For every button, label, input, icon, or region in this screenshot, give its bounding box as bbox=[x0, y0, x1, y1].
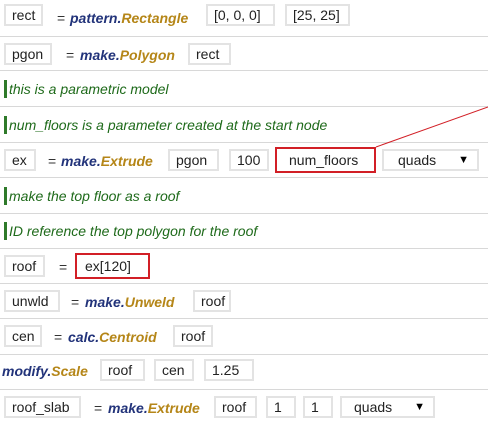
code-line-scale: modify.Scale roof cen 1.25 bbox=[0, 355, 488, 390]
variable-input-rect[interactable]: rect bbox=[4, 4, 43, 26]
arg-input-distance[interactable]: 1 bbox=[266, 396, 296, 418]
comment-text[interactable]: this is a parametric model bbox=[9, 81, 169, 97]
function-name: make.Unweld bbox=[85, 294, 175, 310]
function-name: pattern.Rectangle bbox=[70, 10, 189, 26]
arg-input-scale[interactable]: 1.25 bbox=[204, 359, 254, 381]
variable-input-ex[interactable]: ex bbox=[4, 149, 36, 171]
variable-input-pgon[interactable]: pgon bbox=[4, 43, 52, 65]
code-line-unwld: unwld = make.Unweld roof bbox=[0, 284, 488, 319]
code-line-cen: cen = calc.Centroid roof bbox=[0, 319, 488, 355]
arg-input-roof[interactable]: roof bbox=[214, 396, 257, 418]
equals-sign: = bbox=[59, 259, 68, 275]
variable-input-cen[interactable]: cen bbox=[4, 325, 42, 347]
arg-input-cen[interactable]: cen bbox=[154, 359, 194, 381]
equals-sign: = bbox=[94, 400, 103, 416]
variable-input-roof-slab[interactable]: roof_slab bbox=[4, 396, 81, 418]
arg-input-roof[interactable]: roof bbox=[193, 290, 231, 312]
arg-input-size[interactable]: [25, 25] bbox=[285, 4, 350, 26]
arg-input-roof[interactable]: roof bbox=[173, 325, 213, 347]
variable-input-unwld[interactable]: unwld bbox=[4, 290, 60, 312]
arg-input-distance[interactable]: 100 bbox=[229, 149, 269, 171]
value-input-roof[interactable]: ex[120] bbox=[75, 253, 150, 279]
equals-sign: = bbox=[48, 153, 57, 169]
code-line-rect: rect = pattern.Rectangle [0, 0, 0] [25, … bbox=[0, 0, 488, 37]
comment-text[interactable]: num_floors is a parameter created at the… bbox=[9, 117, 328, 133]
comment-marker bbox=[4, 116, 7, 134]
code-line-roof: roof = ex[120] bbox=[0, 249, 488, 284]
code-line-ex: ex = make.Extrude pgon 100 num_floors qu… bbox=[0, 143, 488, 178]
arg-input-origin[interactable]: [0, 0, 0] bbox=[206, 4, 275, 26]
arg-input-pgon[interactable]: pgon bbox=[168, 149, 219, 171]
function-name: modify.Scale bbox=[2, 363, 88, 379]
equals-sign: = bbox=[54, 329, 63, 345]
function-name: calc.Centroid bbox=[68, 329, 157, 345]
comment-marker bbox=[4, 187, 7, 205]
equals-sign: = bbox=[66, 47, 75, 63]
comment-marker bbox=[4, 222, 7, 240]
arg-input-roof[interactable]: roof bbox=[100, 359, 145, 381]
function-name: make.Polygon bbox=[80, 47, 175, 63]
function-name: make.Extrude bbox=[61, 153, 153, 169]
method-select[interactable]: quads bbox=[340, 396, 435, 418]
code-line-roof-slab: roof_slab = make.Extrude roof 1 1 quads bbox=[0, 390, 488, 429]
variable-input-roof[interactable]: roof bbox=[4, 255, 45, 277]
arg-input-num-floors[interactable]: num_floors bbox=[275, 147, 376, 173]
method-select[interactable]: quads bbox=[382, 149, 479, 171]
arg-input-rect[interactable]: rect bbox=[188, 43, 231, 65]
comment-line: this is a parametric model bbox=[0, 71, 488, 107]
equals-sign: = bbox=[57, 10, 66, 26]
equals-sign: = bbox=[71, 294, 80, 310]
comment-text[interactable]: make the top floor as a roof bbox=[9, 188, 180, 204]
comment-line: ID reference the top polygon for the roo… bbox=[0, 214, 488, 249]
comment-line: make the top floor as a roof bbox=[0, 178, 488, 214]
code-line-pgon: pgon = make.Polygon rect bbox=[0, 37, 488, 71]
comment-text[interactable]: ID reference the top polygon for the roo… bbox=[9, 223, 258, 239]
comment-marker bbox=[4, 80, 7, 98]
comment-line: num_floors is a parameter created at the… bbox=[0, 107, 488, 143]
function-name: make.Extrude bbox=[108, 400, 200, 416]
arg-input-divisions[interactable]: 1 bbox=[303, 396, 333, 418]
